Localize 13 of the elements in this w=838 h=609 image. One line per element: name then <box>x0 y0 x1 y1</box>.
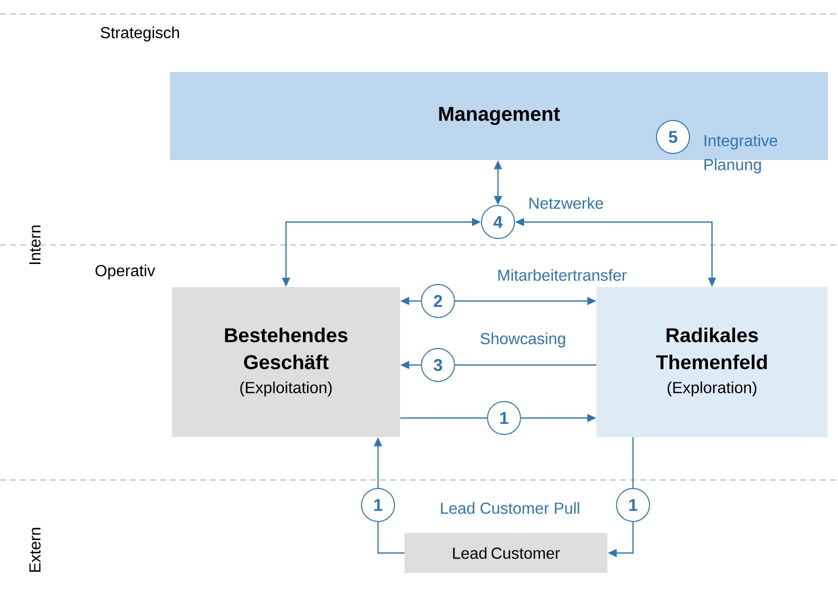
process-box: Bestehendes Geschäft (Exploitation) <box>172 287 400 437</box>
process-box: Lead Customer <box>404 533 608 573</box>
zone-label: Extern <box>29 528 41 572</box>
annotation-label: Integrative Planung <box>704 134 778 174</box>
edge-label: Mitarbeitertransfer <box>496 268 628 282</box>
annotation-label: Netzwerke <box>530 197 604 209</box>
zone-label: Operativ <box>96 264 156 280</box>
process-box: Radikales Themenfeld (Exploration) <box>596 287 828 437</box>
zone-label: Strategisch <box>100 26 179 42</box>
flow-label: Lead Customer Pull <box>441 502 580 514</box>
zone-label: Intern <box>29 226 41 264</box>
arrow <box>377 522 404 554</box>
edge-label: Showcasing <box>478 332 568 348</box>
